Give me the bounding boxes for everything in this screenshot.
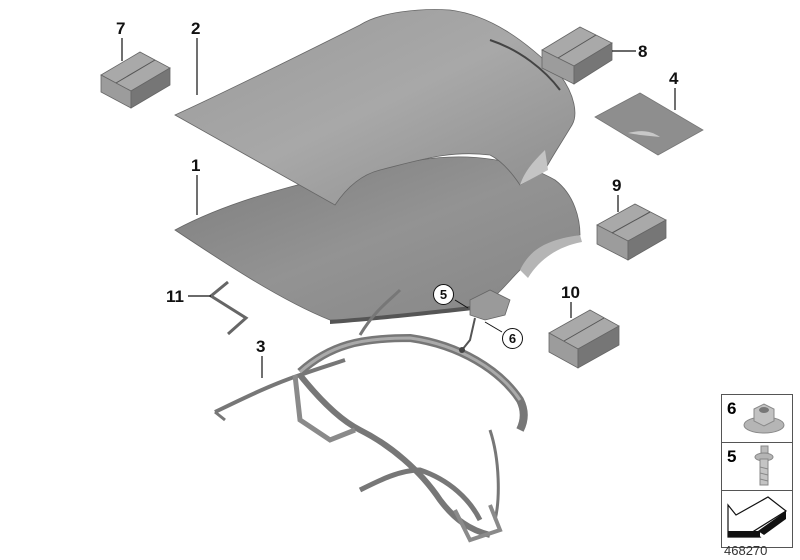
callout-2[interactable]: 2	[191, 19, 201, 38]
callout-3[interactable]: 3	[256, 337, 266, 356]
callout-7[interactable]: 7	[116, 19, 126, 38]
callout-8[interactable]: 8	[638, 42, 648, 61]
legend-item-arrow[interactable]	[722, 491, 792, 547]
callout-6-circled[interactable]: 6	[502, 328, 523, 349]
box-7-icon	[100, 51, 171, 109]
bracket-assembly	[454, 289, 511, 353]
box-8-icon	[541, 26, 636, 85]
collar-nut-icon	[743, 403, 785, 434]
box-9-icon	[596, 195, 667, 261]
diagram-id: 468270	[724, 543, 768, 558]
arrow-symbol-icon	[727, 496, 788, 538]
callout-9[interactable]: 9	[612, 176, 622, 195]
soft-top-frame	[214, 288, 528, 543]
adhesive-patch-icon	[594, 88, 704, 156]
soft-top-inner-cover	[174, 156, 582, 324]
callout-10[interactable]: 10	[561, 283, 580, 302]
box-10-icon	[548, 302, 620, 369]
callout-11[interactable]: 11	[166, 287, 184, 306]
wire-rod-icon	[188, 280, 249, 336]
callout-1[interactable]: 1	[191, 156, 201, 175]
callout-4[interactable]: 4	[669, 69, 679, 88]
legend-item-bolt[interactable]: 5	[722, 443, 792, 491]
bolt-icon	[754, 445, 774, 486]
legend-label-5: 5	[727, 447, 737, 466]
legend-label-6: 6	[727, 399, 737, 418]
legend-item-nut[interactable]: 6	[722, 395, 792, 443]
callout-5-circled[interactable]: 5	[433, 284, 454, 305]
soft-top-outer-cover	[174, 9, 576, 206]
fastener-legend: 6 5	[721, 394, 793, 548]
